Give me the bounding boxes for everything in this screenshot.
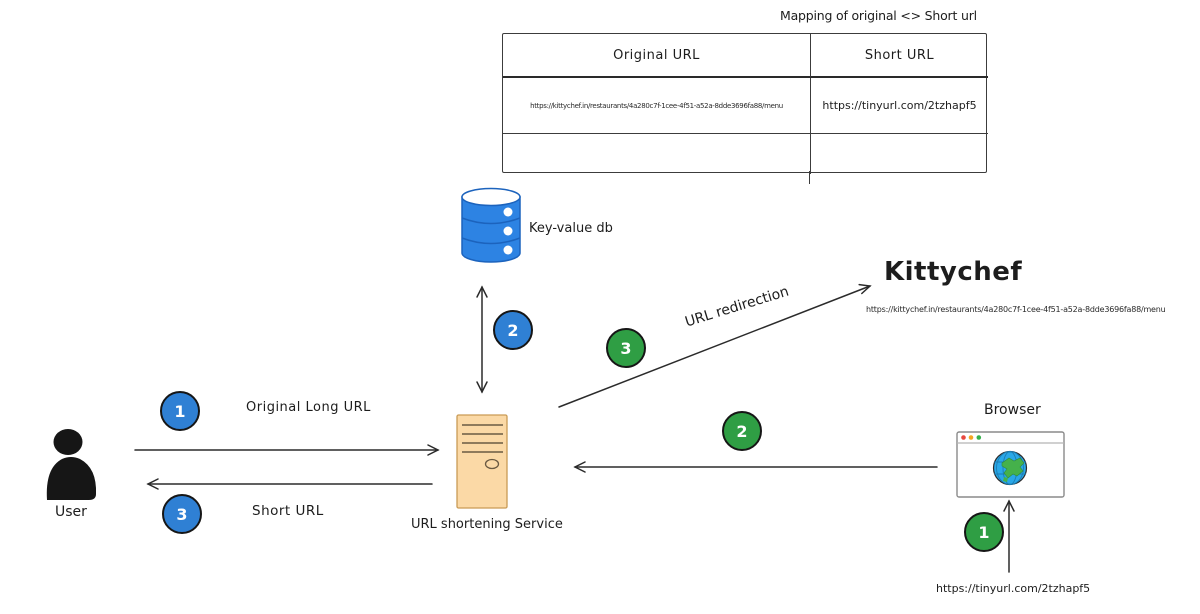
table-column-divider-tail bbox=[809, 171, 811, 184]
browser-window-icon bbox=[956, 431, 1065, 498]
mapping-table: Original URL Short URL https://kittychef… bbox=[502, 33, 988, 174]
table-cell-empty-original bbox=[503, 134, 811, 174]
table-cell-short-url: https://tinyurl.com/2tzhapf5 bbox=[811, 78, 988, 134]
badge-shorten-step-3: 3 bbox=[162, 494, 202, 534]
globe-icon bbox=[992, 450, 1028, 486]
service-label: URL shortening Service bbox=[411, 517, 563, 532]
tinyurl-text: https://tinyurl.com/2tzhapf5 bbox=[936, 582, 1091, 595]
badge-shorten-step-1: 1 bbox=[160, 391, 200, 431]
arrow-service-to-kittychef bbox=[558, 283, 872, 408]
user-icon bbox=[46, 429, 97, 500]
db-label: Key-value db bbox=[529, 221, 613, 236]
browser-maximize-dot bbox=[976, 435, 982, 440]
short-url-label: Short URL bbox=[252, 503, 324, 519]
badge-redirect-step-1: 1 bbox=[964, 512, 1004, 552]
kittychef-title: Kittychef bbox=[884, 257, 1023, 287]
badge-redirect-step-3: 3 bbox=[606, 328, 646, 368]
arrow-service-db-bidirectional bbox=[476, 285, 488, 394]
kittychef-url-text: https://kittychef.in/restaurants/4a280c7… bbox=[866, 305, 1166, 314]
column-header-original-url: Original URL bbox=[503, 34, 811, 78]
mapping-table-title: Mapping of original <> Short url bbox=[780, 8, 977, 23]
database-icon bbox=[461, 187, 521, 263]
column-header-short-url: Short URL bbox=[811, 34, 988, 78]
browser-close-dot bbox=[961, 435, 966, 440]
browser-label: Browser bbox=[984, 402, 1041, 418]
arrow-tinyurl-to-browser bbox=[1003, 499, 1015, 573]
server-icon bbox=[456, 414, 508, 509]
user-label: User bbox=[55, 504, 87, 520]
original-long-url-label: Original Long URL bbox=[246, 400, 371, 415]
browser-minimize-dot bbox=[968, 435, 974, 440]
arrow-service-to-user bbox=[146, 478, 433, 490]
badge-shorten-step-2: 2 bbox=[493, 310, 533, 350]
badge-redirect-step-2: 2 bbox=[722, 411, 762, 451]
table-cell-empty-short bbox=[811, 134, 988, 174]
table-cell-original-url: https://kittychef.in/restaurants/4a280c7… bbox=[503, 78, 811, 134]
arrow-browser-to-service bbox=[573, 461, 938, 473]
arrow-user-to-service bbox=[134, 444, 440, 456]
